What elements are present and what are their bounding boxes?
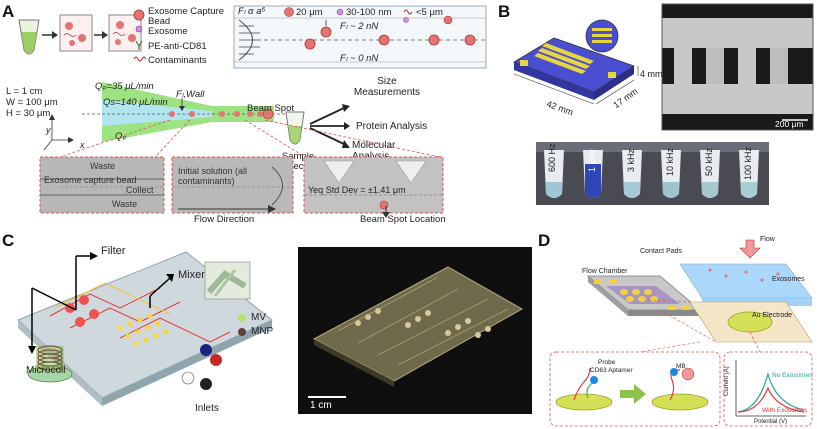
tube-frequency-photo: [536, 142, 769, 205]
electrochemical-sensor-diagram: [549, 239, 813, 427]
arrow-icon: [342, 140, 350, 148]
flow-label: Flow: [760, 236, 775, 243]
well-box-1: [59, 14, 93, 52]
probe-label: Probe: [598, 359, 616, 366]
contact-pads-label: Contact Pads: [640, 248, 683, 255]
sample-collection: Sample Collection: [277, 151, 319, 172]
arrow-icon: [344, 122, 350, 130]
with-exosomes-curve: [737, 386, 805, 413]
exosome-size-icon: [336, 8, 344, 16]
current-axis-label: Current (A): [724, 366, 730, 396]
device-height: 4 mm: [640, 69, 663, 79]
legend-antibody: PE-anti-CD81: [148, 41, 207, 52]
axis-x-label: x: [80, 140, 85, 150]
inlets-label: Inlets: [195, 403, 219, 414]
potential-axis-label: Potential (V): [754, 419, 788, 425]
contaminant-icon: [133, 56, 147, 62]
sheath-flow-rate: Qₚ=35 μL/min: [95, 81, 154, 92]
contaminant-size: <5 μm: [416, 7, 443, 18]
beam-spot-label: Beam Spot: [247, 103, 294, 114]
channel-height: H = 30 μm: [6, 108, 51, 119]
inset-image-outlet: [39, 156, 165, 214]
flow-arrow-icon: [739, 239, 761, 259]
lift-force-equation: Fₗ α a⁶: [238, 6, 266, 17]
beam-spot-icon: [262, 108, 274, 120]
panel-a-legend: [133, 9, 147, 62]
mb-label: MB: [676, 363, 686, 370]
capture-bead-icon: [133, 9, 145, 21]
beam-spot-location: Beam Spot Location: [360, 214, 446, 225]
flow-direction-arrow-icon: [268, 205, 276, 213]
antibody-icon: [135, 40, 143, 50]
inset-waste-top: Waste: [90, 161, 116, 171]
channel-width: W = 100 μm: [6, 97, 58, 108]
chip-photo: [298, 247, 532, 414]
sem-electrode-image: [661, 3, 814, 131]
filter-label: Filter: [101, 245, 126, 257]
legend-exosome: Exosome: [148, 26, 188, 37]
legend-mnp: MNP: [251, 326, 274, 337]
tube-50khz: 50 kHz: [704, 147, 714, 176]
exosomes-label: Exosomes: [772, 276, 805, 283]
panel-c-label: C: [2, 231, 15, 250]
inset-connectors: [59, 119, 441, 158]
mv-icon: [238, 314, 246, 322]
contaminant-size-icon: [403, 9, 413, 15]
tube-3khz: 3 kHz: [626, 148, 636, 172]
axis-y-label: y: [46, 125, 51, 135]
tube-600hz: 600 Hz: [547, 143, 557, 172]
process-arrow-icon: [620, 384, 646, 404]
aptamer-label: CD63 Aptamer: [590, 367, 633, 374]
channel-length: L = 1 cm: [6, 86, 43, 97]
spiral-channel-diagram: [43, 82, 302, 151]
legend-contaminants: Contaminants: [148, 55, 207, 66]
exosome-size: 30-100 nm: [346, 7, 392, 18]
sem-scale-bar: 200 μm: [775, 119, 804, 129]
tube-10khz: 10 kHz: [665, 147, 675, 176]
mixer-label: Mixer: [178, 269, 205, 281]
arrow-icon: [342, 104, 350, 112]
flow-direction: Flow Direction: [194, 214, 255, 225]
legend-mv: MV: [251, 312, 266, 323]
microcoil-label: Microcoil: [26, 365, 66, 376]
inset-capture-bead: Exosome capture bead: [44, 175, 137, 185]
inset-waste-bottom: Waste: [112, 199, 138, 209]
lift-force-diagram: [233, 5, 487, 69]
panel-b-label: B: [498, 2, 511, 21]
flow-chamber-label: Flow Chamber: [582, 268, 628, 275]
tube-100khz: 100 kHz: [743, 146, 753, 180]
no-exosomes-curve: [737, 371, 805, 413]
tube-1khz: 1 kHz: [587, 148, 597, 172]
sample-prep-illustration: [18, 14, 142, 55]
bead-size: 20 μm: [296, 7, 323, 18]
wall-force: Fₗ,Wall: [176, 89, 205, 100]
inset-image-inlet: [171, 156, 294, 214]
panel-d-label: D: [538, 231, 551, 250]
force-bottom: Fₗ ~ 0 nN: [340, 53, 379, 64]
photo-scale-bar: 1 cm: [310, 400, 332, 411]
collection-tube-and-arrows: [285, 104, 350, 148]
inset-collect: Collect: [126, 185, 154, 195]
bead-size-icon: [284, 7, 294, 17]
legend-capture-bead: Exosome Capture Bead: [148, 6, 225, 27]
mnp-icon: [238, 328, 246, 336]
au-electrode-label: Au Electrode: [752, 312, 793, 319]
inset-image-beam-spot: [303, 156, 444, 214]
protein-analysis: Protein Analysis: [356, 121, 428, 132]
no-exosomes-legend: No Exosomes: [772, 372, 813, 379]
inset-initial-solution: Initial solution (all contaminants): [178, 166, 248, 186]
with-exosomes-legend: With Exosomes: [762, 407, 808, 414]
exosome-icon: [135, 25, 143, 33]
device-3d-render: [513, 19, 639, 105]
panel-a-label: A: [2, 2, 15, 21]
sample-flow-rate: Qs=140 μL/min: [103, 97, 168, 108]
size-measurements: Size Measurements: [353, 76, 421, 98]
mixer-zoom-inset: [204, 261, 251, 300]
mb-icon: [590, 376, 598, 384]
inset-std-dev: Yeq Std Dev = ±1.41 μm: [308, 185, 406, 195]
force-top: Fₗ ~ 2 nN: [340, 21, 379, 32]
